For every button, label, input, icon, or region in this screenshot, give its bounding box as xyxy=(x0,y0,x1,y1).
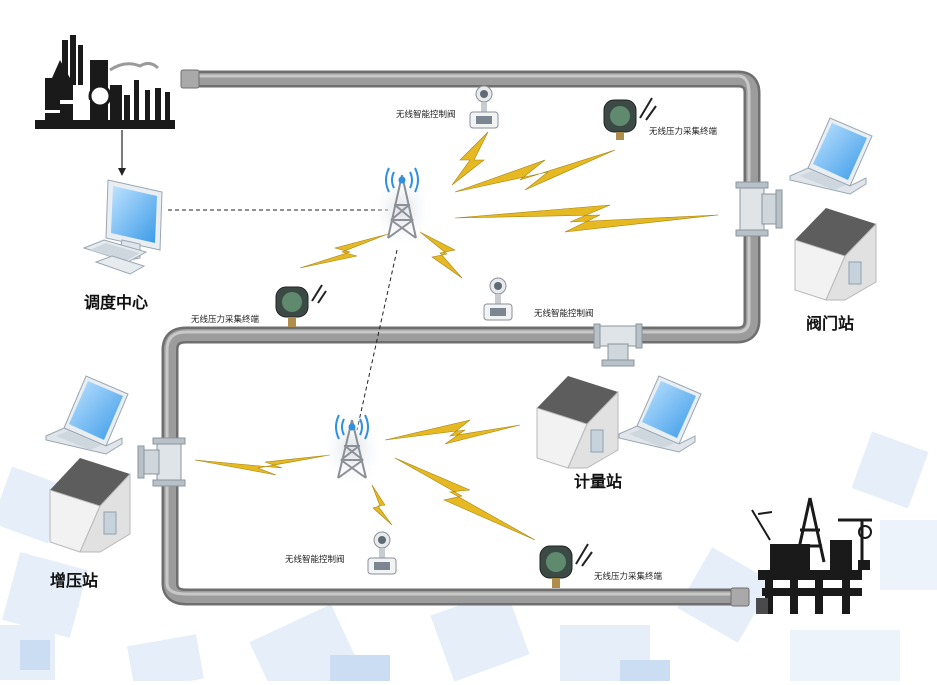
laptop-metering-station xyxy=(618,375,702,453)
oil-platform-icon xyxy=(751,497,872,614)
label-valve-station: 阀门站 xyxy=(806,314,855,333)
pipe-valve-middle xyxy=(593,323,643,367)
label-metering-station: 计量站 xyxy=(574,472,623,491)
house-metering-station xyxy=(536,376,619,469)
label-smart-valve-1: 无线智能控制阀 xyxy=(396,110,456,120)
radio-tower-top xyxy=(370,167,434,250)
pressure-terminal-1 xyxy=(603,97,657,140)
label-pressure-terminal-3: 无线压力采集终端 xyxy=(594,572,663,582)
label-smart-valve-2: 无线智能控制阀 xyxy=(534,309,594,319)
background-tiles xyxy=(0,431,937,685)
label-dispatch-center: 调度中心 xyxy=(84,293,149,312)
pipe-end-caps xyxy=(180,69,750,607)
laptop-valve-station xyxy=(789,117,873,195)
smart-valve-device-3 xyxy=(367,531,397,575)
smart-valve-device-2 xyxy=(483,277,513,321)
label-pressure-terminal-2: 无线压力采集终端 xyxy=(191,315,260,325)
arrow-factory-to-dispatch xyxy=(118,130,126,176)
pressure-terminal-3 xyxy=(539,543,593,588)
smart-valve-device-1 xyxy=(469,85,499,129)
house-valve-station xyxy=(794,208,877,301)
radio-tower-bottom xyxy=(320,410,384,490)
house-booster-station xyxy=(49,458,131,553)
dashed-links xyxy=(168,209,398,431)
label-pressure-terminal-1: 无线压力采集终端 xyxy=(649,127,718,137)
pipe-valve-right xyxy=(735,181,783,237)
pressure-terminal-2 xyxy=(275,284,327,327)
factory-icon xyxy=(35,35,175,129)
pipe-valve-left xyxy=(137,437,186,487)
pipeline xyxy=(161,70,761,606)
laptop-booster-station xyxy=(45,375,129,455)
label-booster-station: 增压站 xyxy=(50,571,99,590)
desktop-computer-icon xyxy=(82,179,163,275)
wireless-signals xyxy=(194,131,719,541)
label-smart-valve-3: 无线智能控制阀 xyxy=(285,555,345,565)
